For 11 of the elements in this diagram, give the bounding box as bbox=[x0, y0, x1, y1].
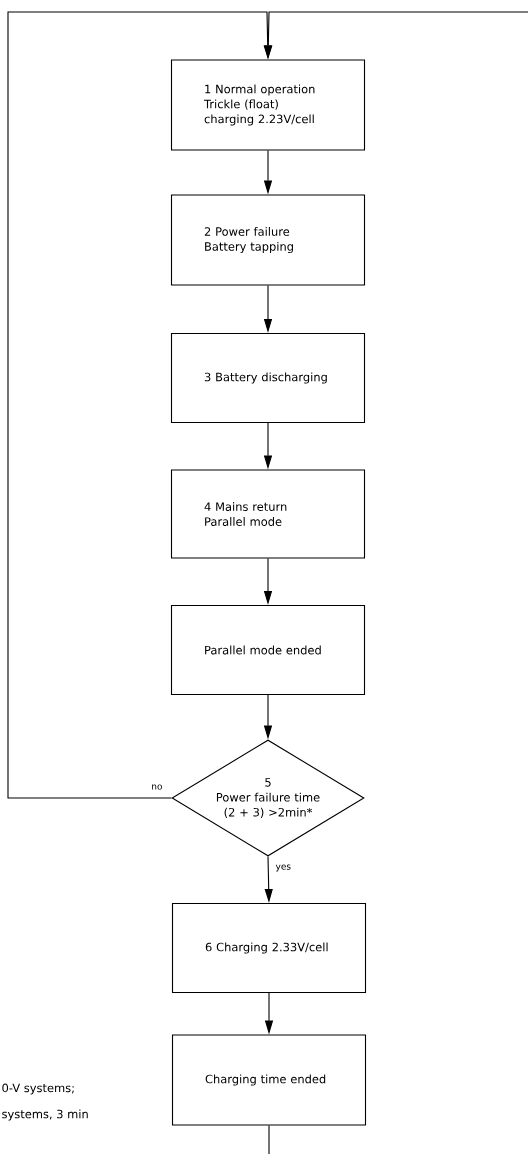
note-text: systems, 3 min bbox=[2, 1109, 88, 1121]
edge-label: no bbox=[152, 784, 162, 790]
process-box: 3 Battery discharging bbox=[170, 332, 366, 424]
edge-label: yes bbox=[275, 864, 291, 872]
process-box: Parallel mode ended bbox=[170, 604, 366, 696]
process-box: Charging time ended bbox=[171, 1034, 367, 1126]
process-box: 2 Power failure Battery tapping bbox=[170, 194, 366, 286]
process-box: 1 Normal operation Trickle (float) charging 2.23V/cell bbox=[170, 59, 366, 151]
process-box: 4 Mains return Parallel mode bbox=[170, 469, 366, 559]
process-box: 6 Charging 2.33V/cell bbox=[171, 902, 367, 994]
note-text: 0-V systems; bbox=[2, 1083, 74, 1095]
